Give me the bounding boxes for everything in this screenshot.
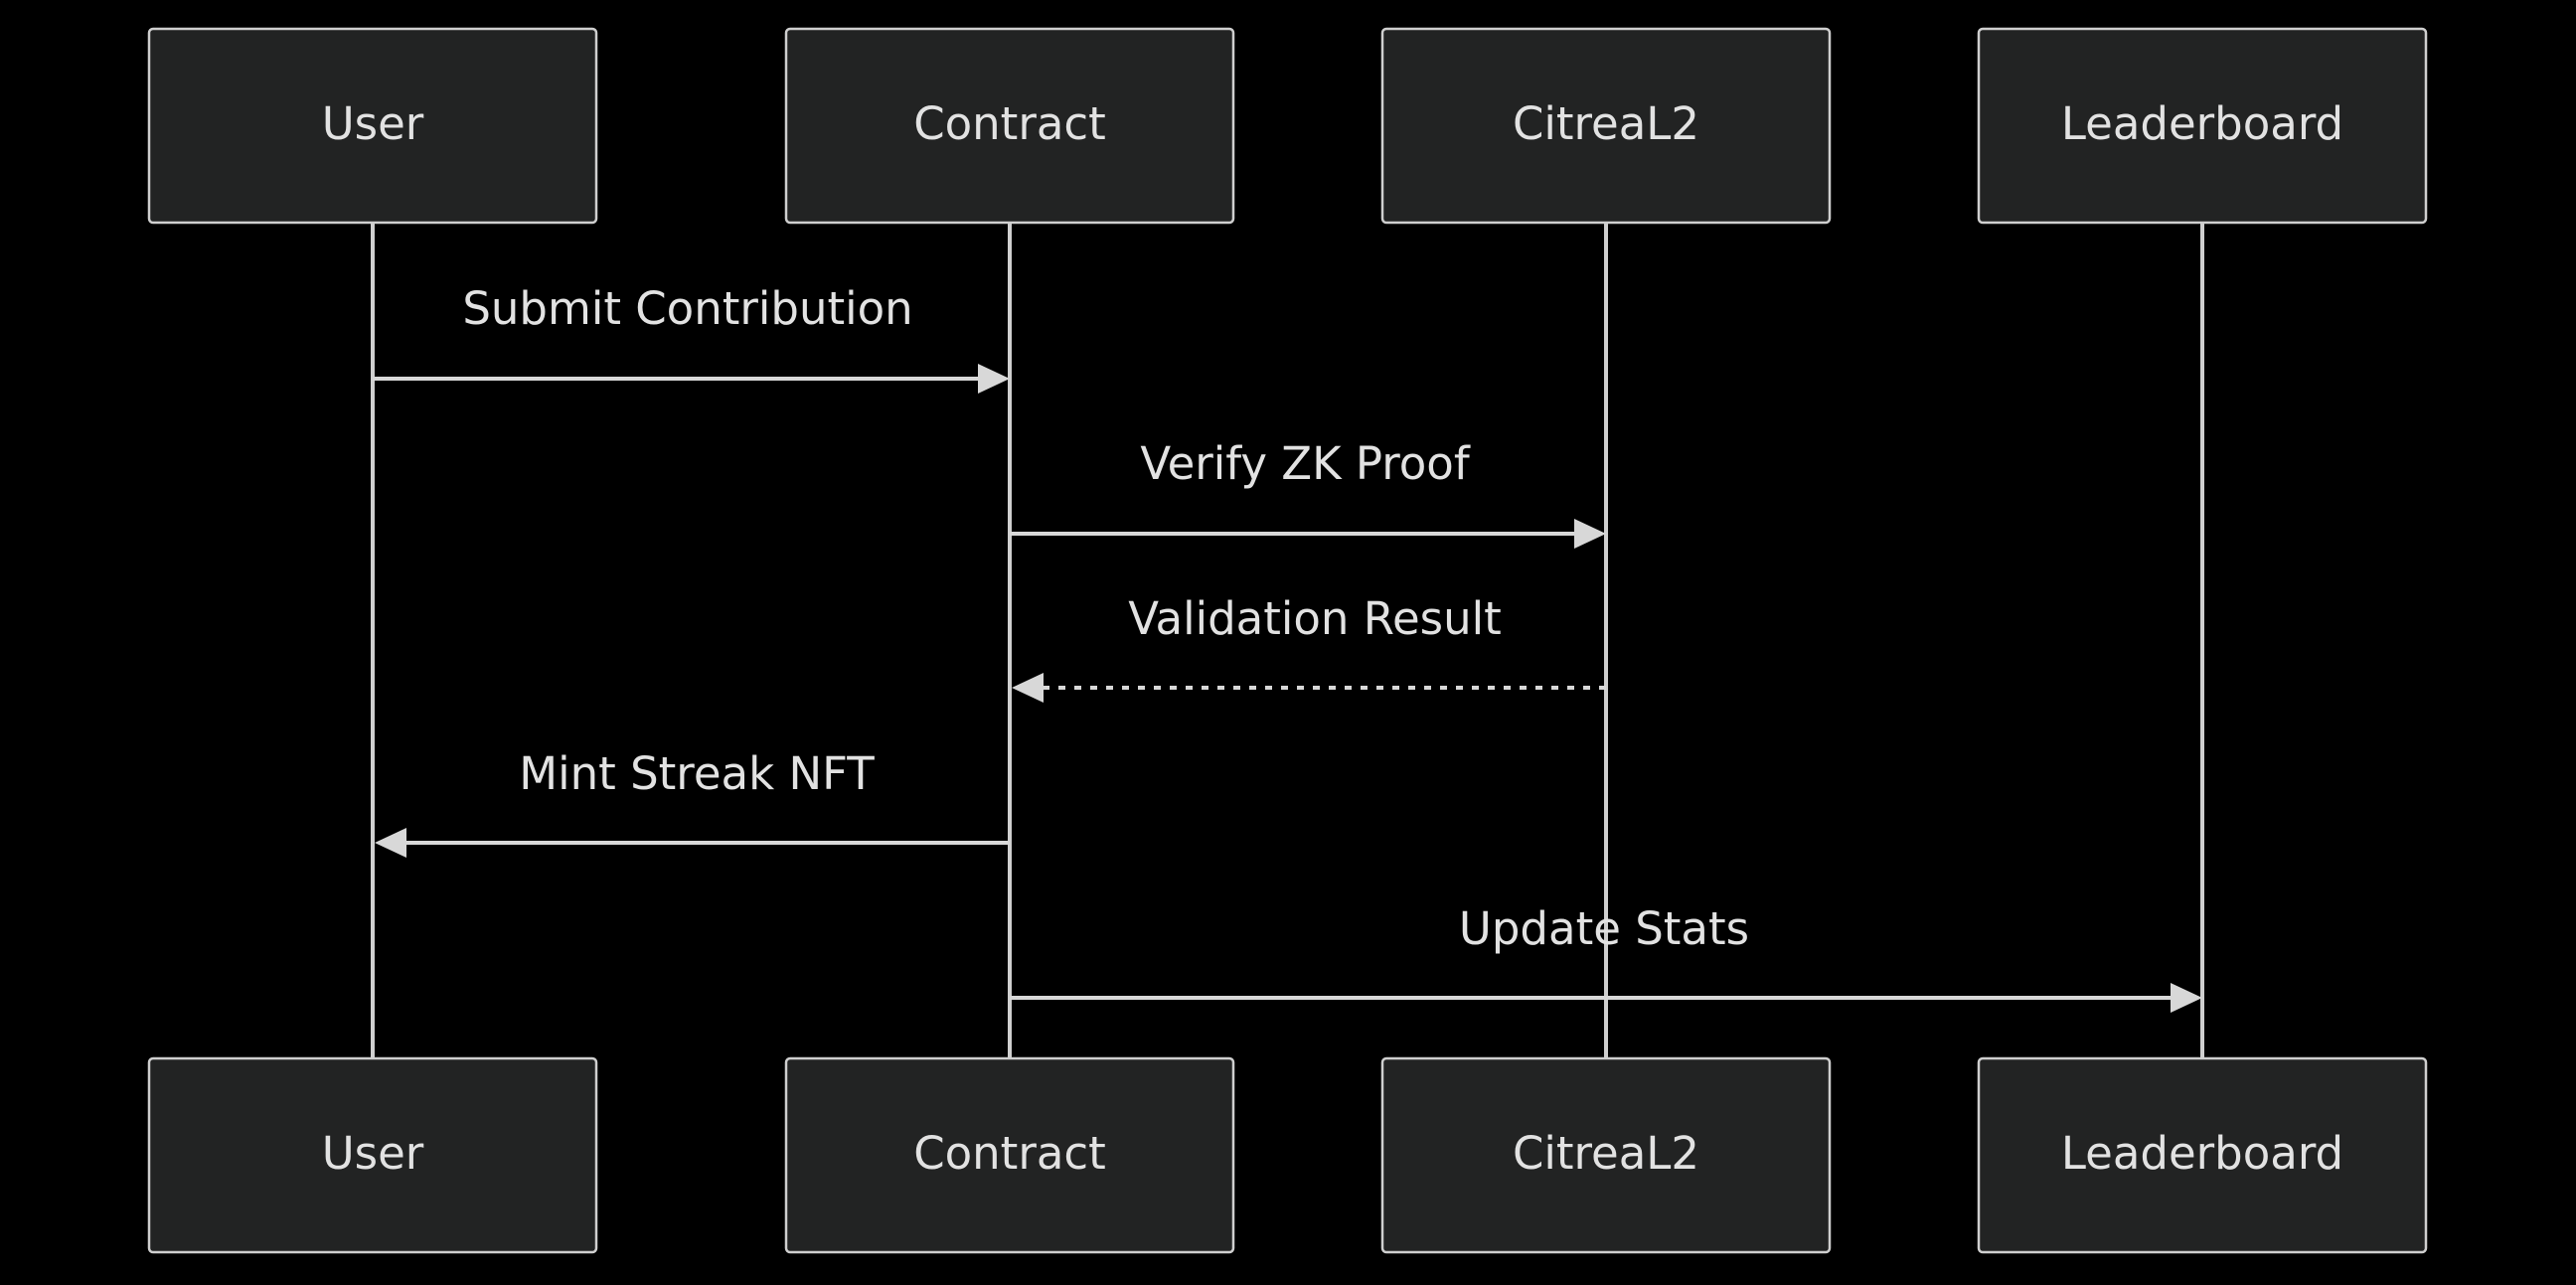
actor-label: CitreaL2	[1513, 1127, 1699, 1180]
message-validation-result[interactable]: Validation Result	[1012, 592, 1606, 703]
message-mint-streak-nft[interactable]: Mint Streak NFT	[375, 747, 1010, 858]
message-label: Verify ZK Proof	[1140, 437, 1471, 490]
actor-contract-top[interactable]: Contract	[784, 27, 1235, 225]
arrowhead-right-icon	[1574, 519, 1606, 549]
message-label: Mint Streak NFT	[519, 747, 875, 800]
messages: Submit Contribution Verify ZK Proof Vali…	[373, 282, 2202, 1013]
actor-label: Leaderboard	[2061, 1127, 2343, 1180]
message-label: Update Stats	[1459, 902, 1749, 955]
message-verify-zk-proof[interactable]: Verify ZK Proof	[1010, 437, 1606, 549]
arrowhead-right-icon	[2171, 983, 2202, 1013]
arrowhead-left-icon	[1012, 673, 1044, 703]
actor-user-bottom[interactable]: User	[147, 1056, 598, 1254]
message-submit-contribution[interactable]: Submit Contribution	[373, 282, 1010, 394]
lifelines	[371, 223, 2204, 1058]
actor-label: Contract	[913, 1127, 1106, 1180]
bottom-actors: User Contract CitreaL2 Leaderboard	[147, 1056, 2428, 1254]
actor-contract-bottom[interactable]: Contract	[784, 1056, 1235, 1254]
actor-leaderboard-top[interactable]: Leaderboard	[1977, 27, 2428, 225]
top-actors: User Contract CitreaL2 Leaderboard	[147, 27, 2428, 225]
actor-label: User	[322, 1127, 424, 1180]
actor-label: Leaderboard	[2061, 97, 2343, 150]
actor-citreal2-bottom[interactable]: CitreaL2	[1380, 1056, 1832, 1254]
actor-user-top[interactable]: User	[147, 27, 598, 225]
arrowhead-left-icon	[375, 828, 406, 858]
message-label: Submit Contribution	[462, 282, 912, 335]
message-update-stats[interactable]: Update Stats	[1010, 902, 2202, 1013]
actor-label: CitreaL2	[1513, 97, 1699, 150]
arrowhead-right-icon	[978, 364, 1010, 394]
actor-label: User	[322, 97, 424, 150]
actor-label: Contract	[913, 97, 1106, 150]
message-label: Validation Result	[1128, 592, 1502, 645]
actor-citreal2-top[interactable]: CitreaL2	[1380, 27, 1832, 225]
actor-leaderboard-bottom[interactable]: Leaderboard	[1977, 1056, 2428, 1254]
